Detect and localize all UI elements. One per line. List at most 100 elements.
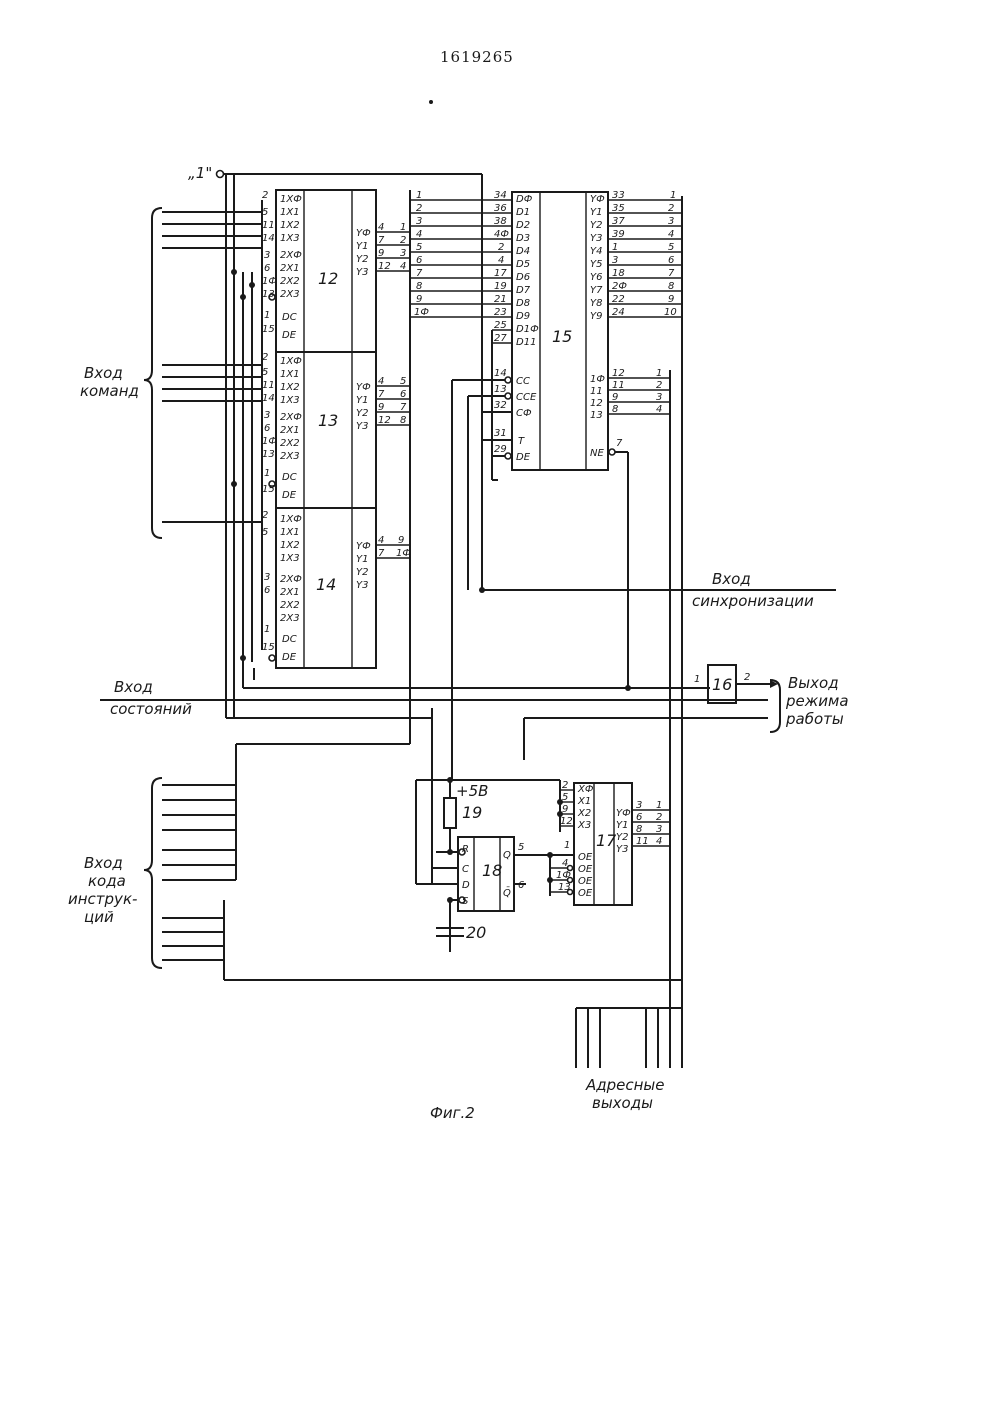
svg-text:3: 3: [612, 255, 618, 266]
svg-text:3: 3: [264, 410, 270, 421]
block-16-number: 16: [712, 675, 732, 694]
svg-text:13: 13: [590, 410, 603, 421]
svg-text:2Х2: 2Х2: [280, 438, 300, 449]
svg-text:DФ: DФ: [516, 194, 533, 205]
svg-text:CCE: CCE: [516, 392, 537, 403]
mode-output-label-2: режима: [785, 692, 849, 710]
svg-text:1ХФ: 1ХФ: [280, 356, 302, 367]
svg-text:24: 24: [612, 307, 625, 318]
mode-brace: [770, 680, 780, 732]
block-13-number: 13: [318, 411, 338, 430]
svg-text:Q̄: Q̄: [503, 886, 511, 899]
svg-text:7: 7: [416, 268, 423, 279]
sync-input-label-2: синхронизации: [692, 592, 814, 610]
svg-text:Y1: Y1: [356, 395, 368, 406]
svg-text:2Х1: 2Х1: [280, 587, 300, 598]
block-17-number: 17: [596, 831, 617, 850]
svg-text:19: 19: [494, 281, 507, 292]
svg-text:8: 8: [416, 281, 422, 292]
svg-text:1Х3: 1Х3: [280, 233, 300, 244]
states-input-label-1: Вход: [114, 678, 153, 696]
svg-text:2Х1: 2Х1: [280, 425, 300, 436]
svg-text:D9: D9: [516, 311, 530, 322]
instruction-brace: [144, 778, 162, 968]
svg-text:2Ф: 2Ф: [612, 281, 627, 292]
svg-text:14: 14: [262, 233, 275, 244]
svg-text:7: 7: [616, 438, 623, 449]
svg-text:12: 12: [612, 368, 625, 379]
svg-text:1Ф: 1Ф: [396, 548, 411, 559]
svg-text:1: 1: [656, 800, 662, 811]
svg-text:DC: DC: [282, 312, 297, 323]
svg-text:9: 9: [416, 294, 422, 305]
input-one-label: „1": [188, 164, 212, 182]
svg-text:7: 7: [378, 389, 385, 400]
svg-text:32: 32: [494, 400, 507, 411]
svg-text:31: 31: [494, 428, 507, 439]
svg-text:D2: D2: [516, 220, 530, 231]
svg-text:7: 7: [378, 548, 385, 559]
svg-text:Y1: Y1: [590, 207, 602, 218]
svg-text:4: 4: [668, 229, 674, 240]
svg-text:29: 29: [494, 444, 507, 455]
states-input-label-2: состояний: [110, 700, 192, 718]
svg-text:6: 6: [264, 263, 270, 274]
svg-text:DE: DE: [282, 652, 297, 663]
svg-text:Q: Q: [503, 850, 511, 861]
svg-text:Y1: Y1: [356, 554, 368, 565]
svg-text:2Х3: 2Х3: [280, 289, 300, 300]
svg-text:2: 2: [656, 380, 662, 391]
svg-text:1Ф: 1Ф: [556, 870, 571, 881]
svg-text:3: 3: [264, 572, 270, 583]
svg-text:2: 2: [562, 780, 568, 791]
svg-text:2Х2: 2Х2: [280, 600, 300, 611]
svg-text:D3: D3: [516, 233, 530, 244]
svg-text:5: 5: [262, 367, 268, 378]
svg-text:38: 38: [494, 216, 507, 227]
svg-text:5: 5: [668, 242, 674, 253]
svg-text:D5: D5: [516, 259, 530, 270]
svg-text:Y9: Y9: [590, 311, 602, 322]
svg-text:2ХФ: 2ХФ: [280, 250, 302, 261]
svg-text:13: 13: [262, 449, 275, 460]
svg-text:25: 25: [494, 320, 507, 331]
svg-text:DC: DC: [282, 634, 297, 645]
resistor-19: [444, 798, 456, 828]
svg-text:Y4: Y4: [590, 246, 602, 257]
svg-text:1Ф: 1Ф: [262, 276, 277, 287]
svg-text:1: 1: [612, 242, 618, 253]
svg-text:OE: OE: [578, 864, 593, 875]
svg-text:YФ: YФ: [616, 808, 631, 819]
svg-text:XФ: XФ: [577, 784, 594, 795]
svg-text:4: 4: [378, 535, 384, 546]
svg-text:Y8: Y8: [590, 298, 602, 309]
svg-text:D8: D8: [516, 298, 530, 309]
svg-text:R: R: [462, 844, 469, 855]
svg-text:DE: DE: [516, 452, 531, 463]
svg-text:Y1: Y1: [356, 241, 368, 252]
svg-text:8: 8: [636, 824, 642, 835]
svg-text:4: 4: [400, 261, 406, 272]
svg-text:D7: D7: [516, 285, 531, 296]
svg-text:1: 1: [656, 368, 662, 379]
block-18-number: 18: [482, 861, 502, 880]
svg-text:6: 6: [636, 812, 642, 823]
svg-text:18: 18: [612, 268, 625, 279]
svg-text:Y5: Y5: [590, 259, 602, 270]
svg-text:1Ф: 1Ф: [590, 374, 605, 385]
svg-text:5: 5: [262, 527, 268, 538]
instruction-input-label-3: инструк-: [68, 890, 137, 908]
block-12-number: 12: [318, 269, 338, 288]
svg-text:S: S: [462, 896, 469, 907]
svg-text:Y2: Y2: [356, 254, 368, 265]
svg-text:4: 4: [562, 858, 568, 869]
svg-text:11: 11: [262, 380, 275, 391]
svg-text:1Х1: 1Х1: [280, 369, 300, 380]
commands-input-label-2: команд: [80, 382, 139, 400]
svg-text:13: 13: [494, 384, 507, 395]
figure-caption: Фиг.2: [430, 1104, 475, 1122]
svg-text:12: 12: [590, 398, 603, 409]
svg-text:X3: X3: [577, 820, 591, 831]
svg-text:5: 5: [562, 792, 568, 803]
svg-text:YФ: YФ: [590, 194, 605, 205]
